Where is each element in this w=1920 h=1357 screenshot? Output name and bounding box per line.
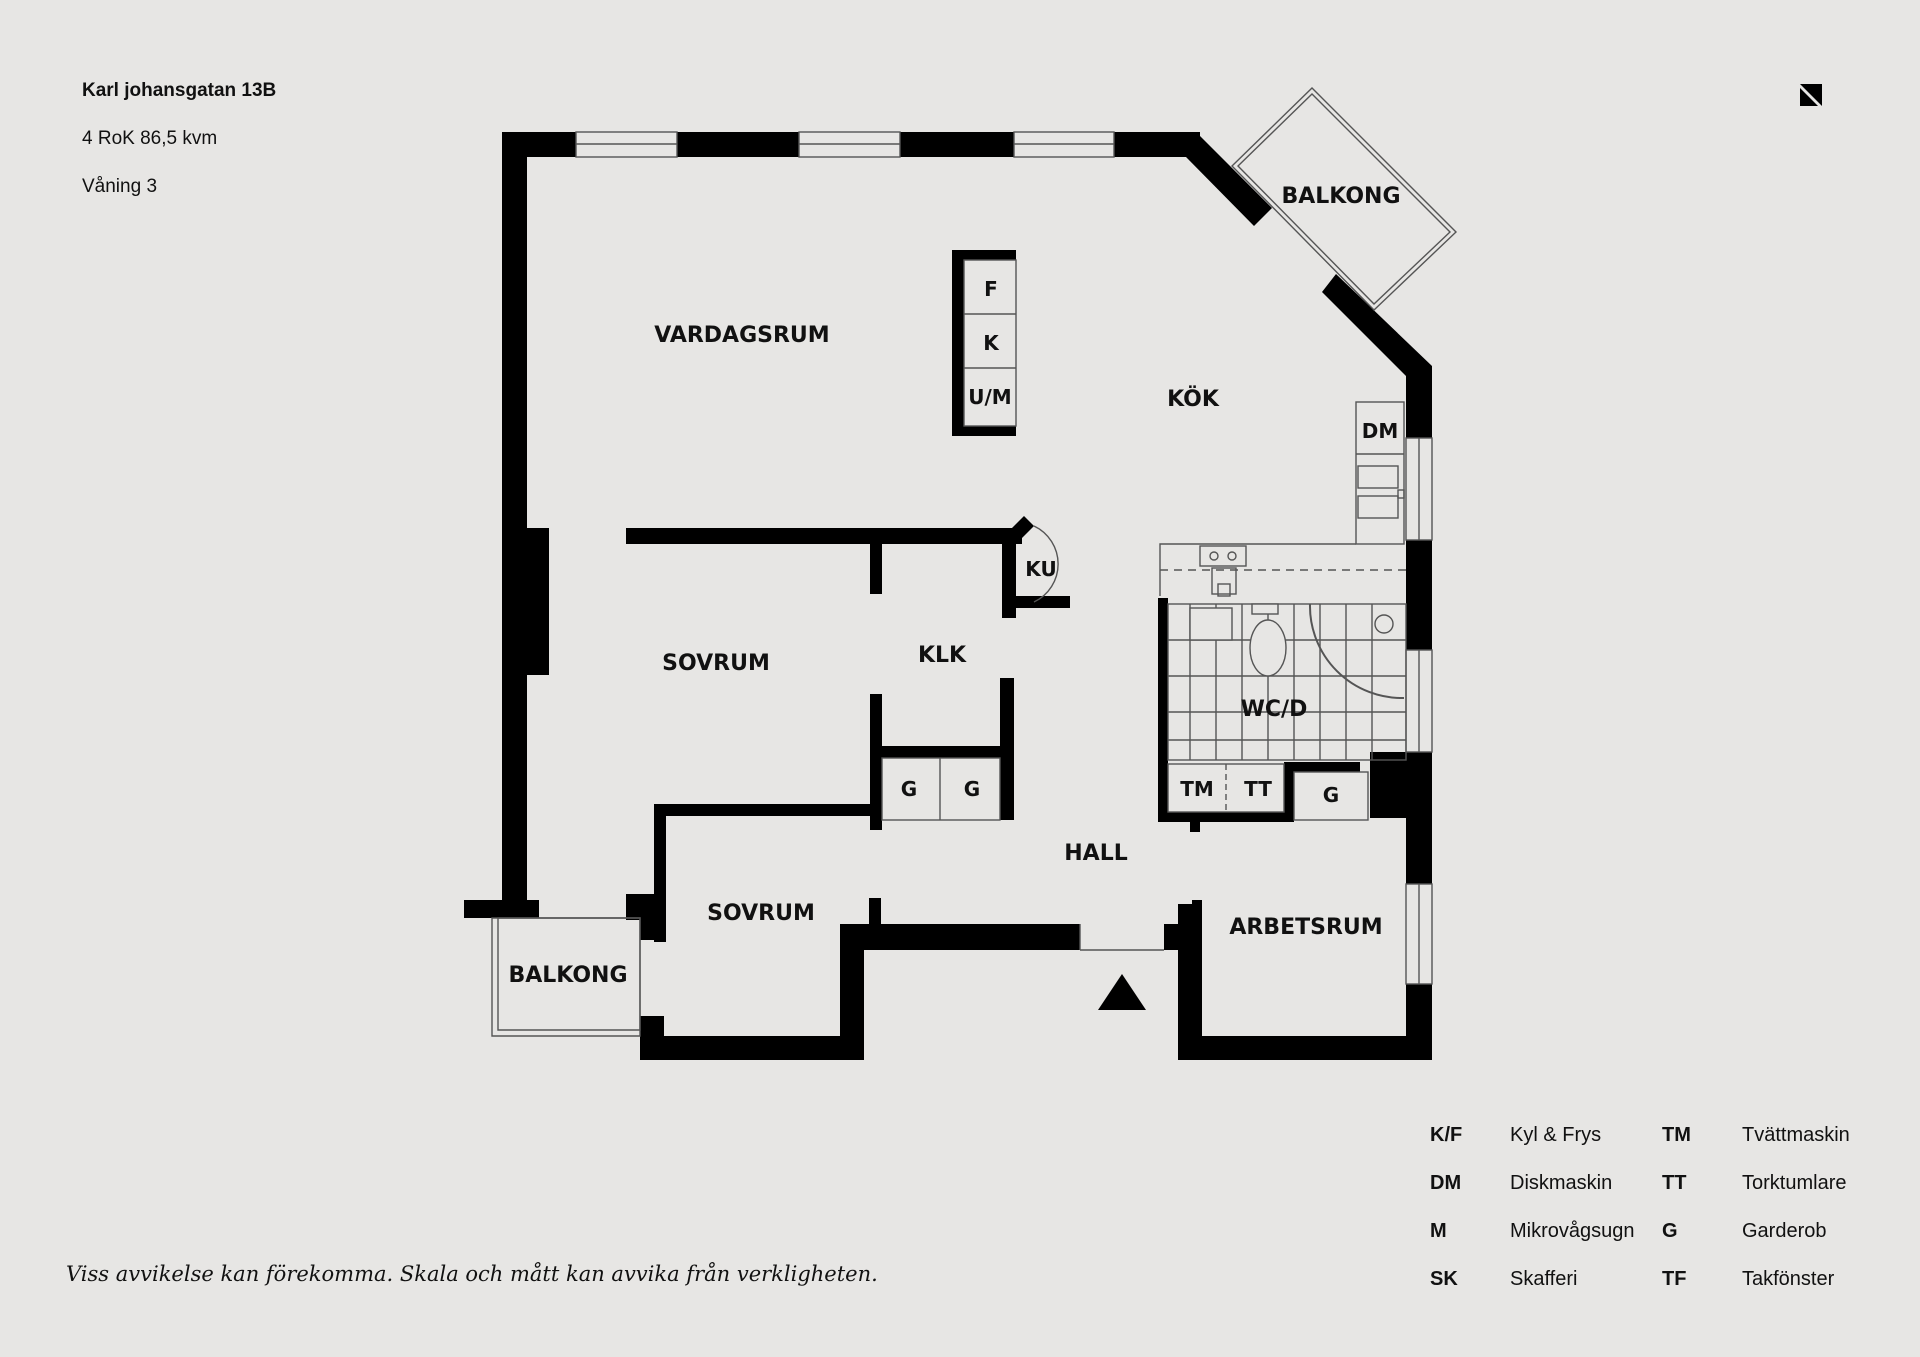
room-vardagsrum: VARDAGSRUM: [654, 323, 829, 348]
entrance-arrow-icon: [1098, 974, 1146, 1010]
fixture-wardrobe-1: G: [901, 777, 917, 801]
legend-code: SK: [1430, 1268, 1458, 1290]
fixture-dryer: TT: [1244, 777, 1272, 801]
thin-lines: [491, 87, 1458, 1037]
fixture-freezer: K: [983, 331, 1000, 355]
fixture-wardrobe-3: G: [1323, 783, 1339, 807]
legend: K/F Kyl & Frys TM Tvättmaskin DM Diskmas…: [1430, 1124, 1892, 1291]
fixture-oven: U/M: [968, 385, 1011, 409]
room-hall: HALL: [1064, 841, 1127, 866]
legend-code: G: [1662, 1220, 1678, 1242]
room-sovrum-2: SOVRUM: [707, 901, 815, 926]
size-info: 4 RoK 86,5 kvm: [82, 128, 218, 149]
floor-info: Våning 3: [82, 176, 158, 197]
legend-label: Torktumlare: [1742, 1172, 1847, 1194]
legend-label: Diskmaskin: [1510, 1172, 1613, 1194]
fixture-dishwasher: DM: [1362, 419, 1399, 443]
address-title: Karl johansgatan 13B: [82, 80, 277, 101]
legend-code: TT: [1662, 1172, 1687, 1194]
legend-label: Skafferi: [1510, 1268, 1578, 1290]
room-kok: KÖK: [1167, 386, 1220, 412]
legend-label: Kyl & Frys: [1510, 1124, 1602, 1146]
plan-header: Karl johansgatan 13B 4 RoK 86,5 kvm Våni…: [82, 80, 276, 224]
room-balkong-top: BALKONG: [1281, 184, 1400, 209]
legend-label: Mikrovågsugn: [1510, 1220, 1635, 1242]
room-balkong-bottom: BALKONG: [508, 963, 627, 988]
legend-code: K/F: [1430, 1124, 1463, 1146]
fixture-fridge: F: [984, 277, 998, 301]
legend-code: M: [1430, 1220, 1447, 1242]
legend-code: TF: [1662, 1268, 1687, 1290]
brand-logo-icon: [1800, 84, 1822, 106]
legend-code: DM: [1430, 1172, 1462, 1194]
room-klk: KLK: [918, 643, 967, 668]
legend-label: Takfönster: [1742, 1268, 1835, 1290]
fixture-wardrobe-2: G: [964, 777, 980, 801]
room-wc: WC/D: [1241, 697, 1308, 722]
fixture-labels: F K U/M DM TM TT G G G: [901, 277, 1398, 807]
room-labels: VARDAGSRUM KÖK BALKONG SOVRUM KLK KU WC/…: [508, 184, 1400, 988]
room-sovrum-1: SOVRUM: [662, 651, 770, 676]
legend-label: Garderob: [1742, 1220, 1827, 1242]
fixture-washer: TM: [1180, 777, 1214, 801]
legend-label: Tvättmaskin: [1742, 1124, 1850, 1146]
room-ku: KU: [1025, 557, 1056, 581]
room-arbetsrum: ARBETSRUM: [1229, 915, 1382, 940]
walls: [464, 132, 1432, 1060]
disclaimer: Viss avvikelse kan förekomma. Skala och …: [66, 1262, 878, 1286]
legend-code: TM: [1662, 1124, 1691, 1146]
